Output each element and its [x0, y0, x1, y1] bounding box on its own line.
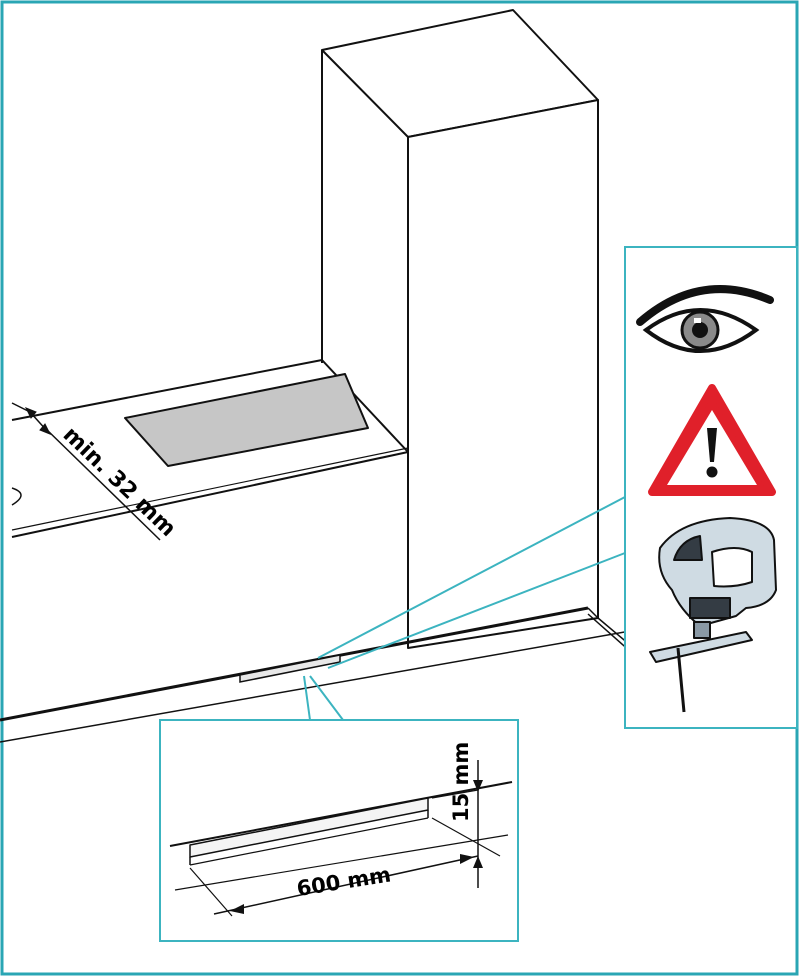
- warning-triangle-icon: [648, 384, 776, 496]
- slot-detail-drawing: [169, 760, 513, 917]
- tall-cabinet: [321, 9, 599, 649]
- slot-detail-box: [159, 719, 519, 942]
- min-clearance-dimension: [11, 402, 161, 541]
- eye-icon: [636, 285, 774, 353]
- dimension-arrows: [230, 780, 483, 914]
- ventilation-slot: [239, 654, 341, 683]
- cooktop: [124, 373, 369, 467]
- slot-height-label: 15 mm: [449, 742, 473, 822]
- jigsaw-icon: [649, 517, 777, 713]
- countertop: [11, 359, 409, 648]
